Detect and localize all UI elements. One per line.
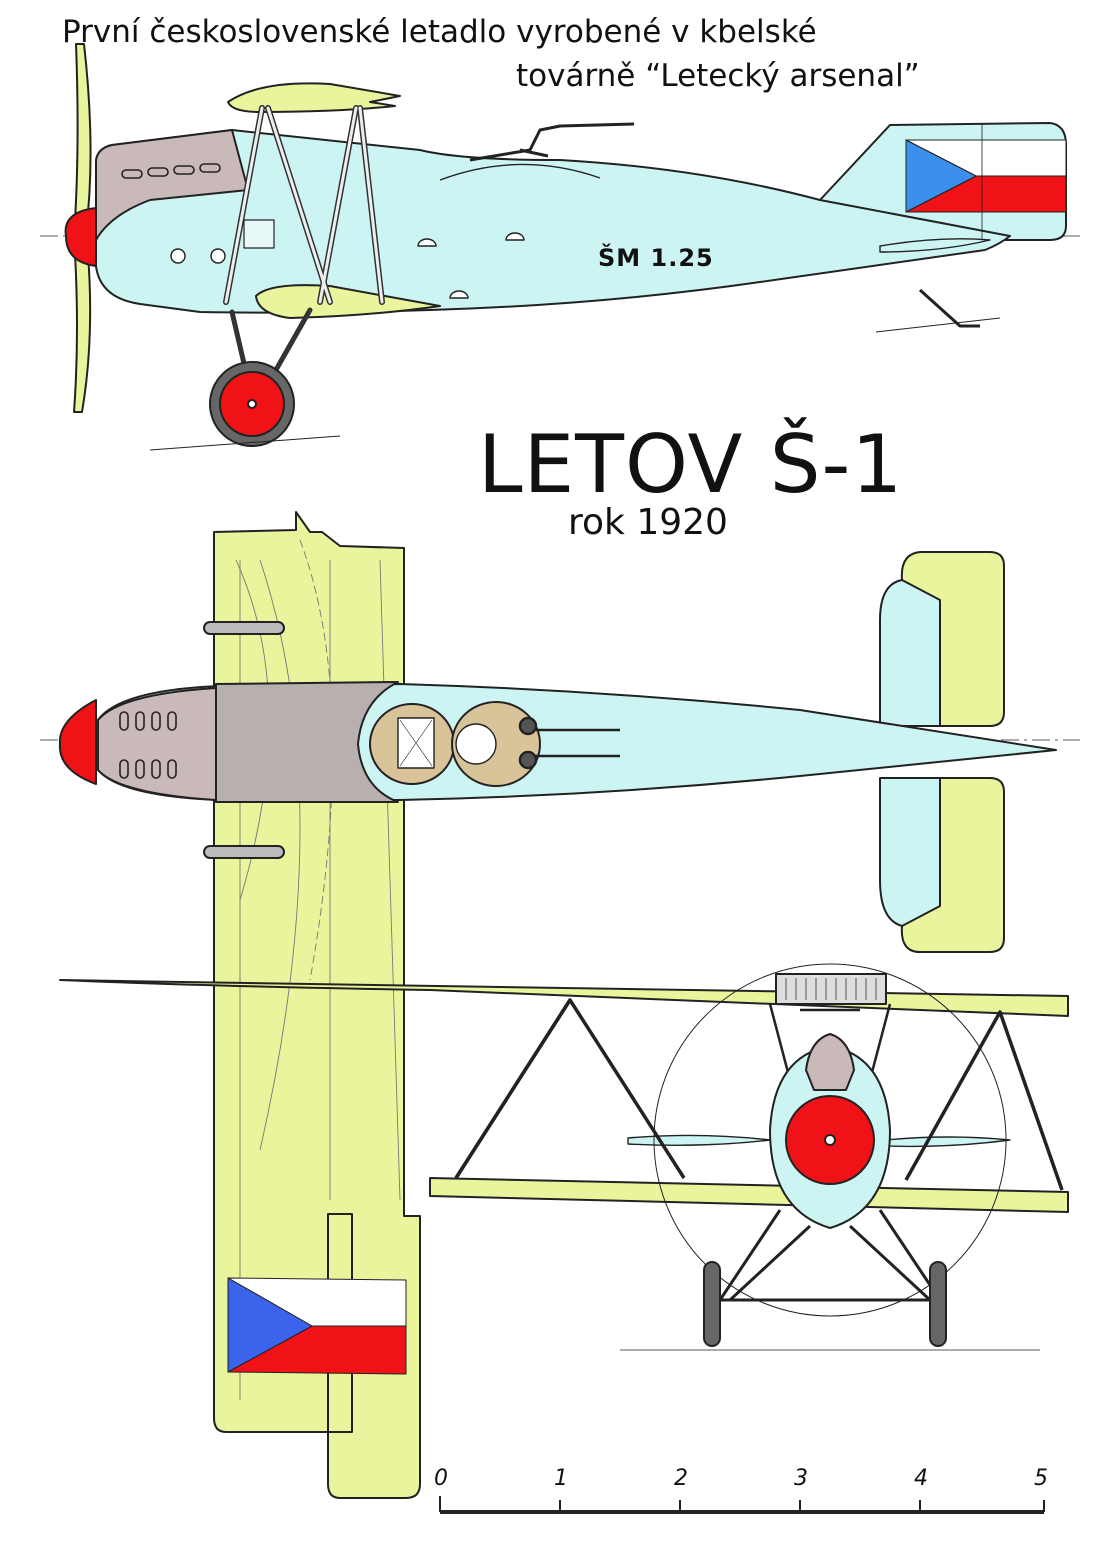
- side-upper-wing: [227, 82, 401, 113]
- side-cowling: [95, 129, 249, 241]
- caption-line-1: První československé letadlo vyrobené v …: [62, 14, 817, 50]
- scale-tick-1: 1: [554, 1466, 568, 1491]
- scale-tick-0: 0: [434, 1466, 448, 1491]
- front-radiator: [775, 973, 887, 1005]
- top-view: [40, 511, 1080, 1499]
- side-view: [40, 43, 1080, 451]
- caption-line-2: továrně “Letecký arsenal”: [516, 58, 920, 94]
- scale-tick-5: 5: [1034, 1466, 1048, 1491]
- side-lower-wing: [255, 284, 441, 319]
- scale-bar: [439, 1496, 1045, 1514]
- page-title: LETOV Š-1: [478, 418, 904, 511]
- top-spinner: [58, 699, 97, 785]
- registration-mark: ŠM 1.25: [598, 244, 714, 272]
- top-cockpit-panel: [215, 681, 399, 803]
- scale-tick-4: 4: [914, 1466, 928, 1491]
- scale-tick-2: 2: [674, 1466, 688, 1491]
- front-wheel-left: [703, 1261, 721, 1347]
- scale-tick-3: 3: [794, 1466, 808, 1491]
- side-spinner: [64, 207, 97, 267]
- front-wheel-right: [929, 1261, 947, 1347]
- front-view: [59, 963, 1069, 1351]
- side-machine-gun: [469, 122, 635, 162]
- year-label: rok 1920: [568, 502, 728, 543]
- front-lower-wing: [429, 1177, 1069, 1213]
